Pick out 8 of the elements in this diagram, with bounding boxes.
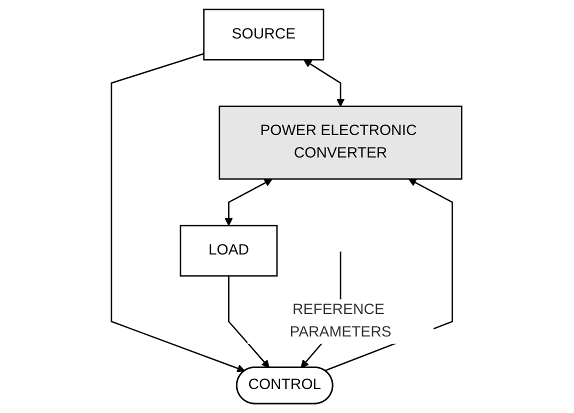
arrow — [304, 60, 346, 107]
arrow — [225, 178, 273, 226]
edge-label: REFERENCE PARAMETERS — [290, 302, 392, 340]
arrow — [228, 276, 270, 368]
node-box: POWER ELECTRONIC CONVERTER — [219, 106, 463, 180]
node-box: LOAD — [180, 224, 278, 277]
arrow — [111, 52, 246, 372]
node-box: SOURCE — [204, 8, 325, 60]
